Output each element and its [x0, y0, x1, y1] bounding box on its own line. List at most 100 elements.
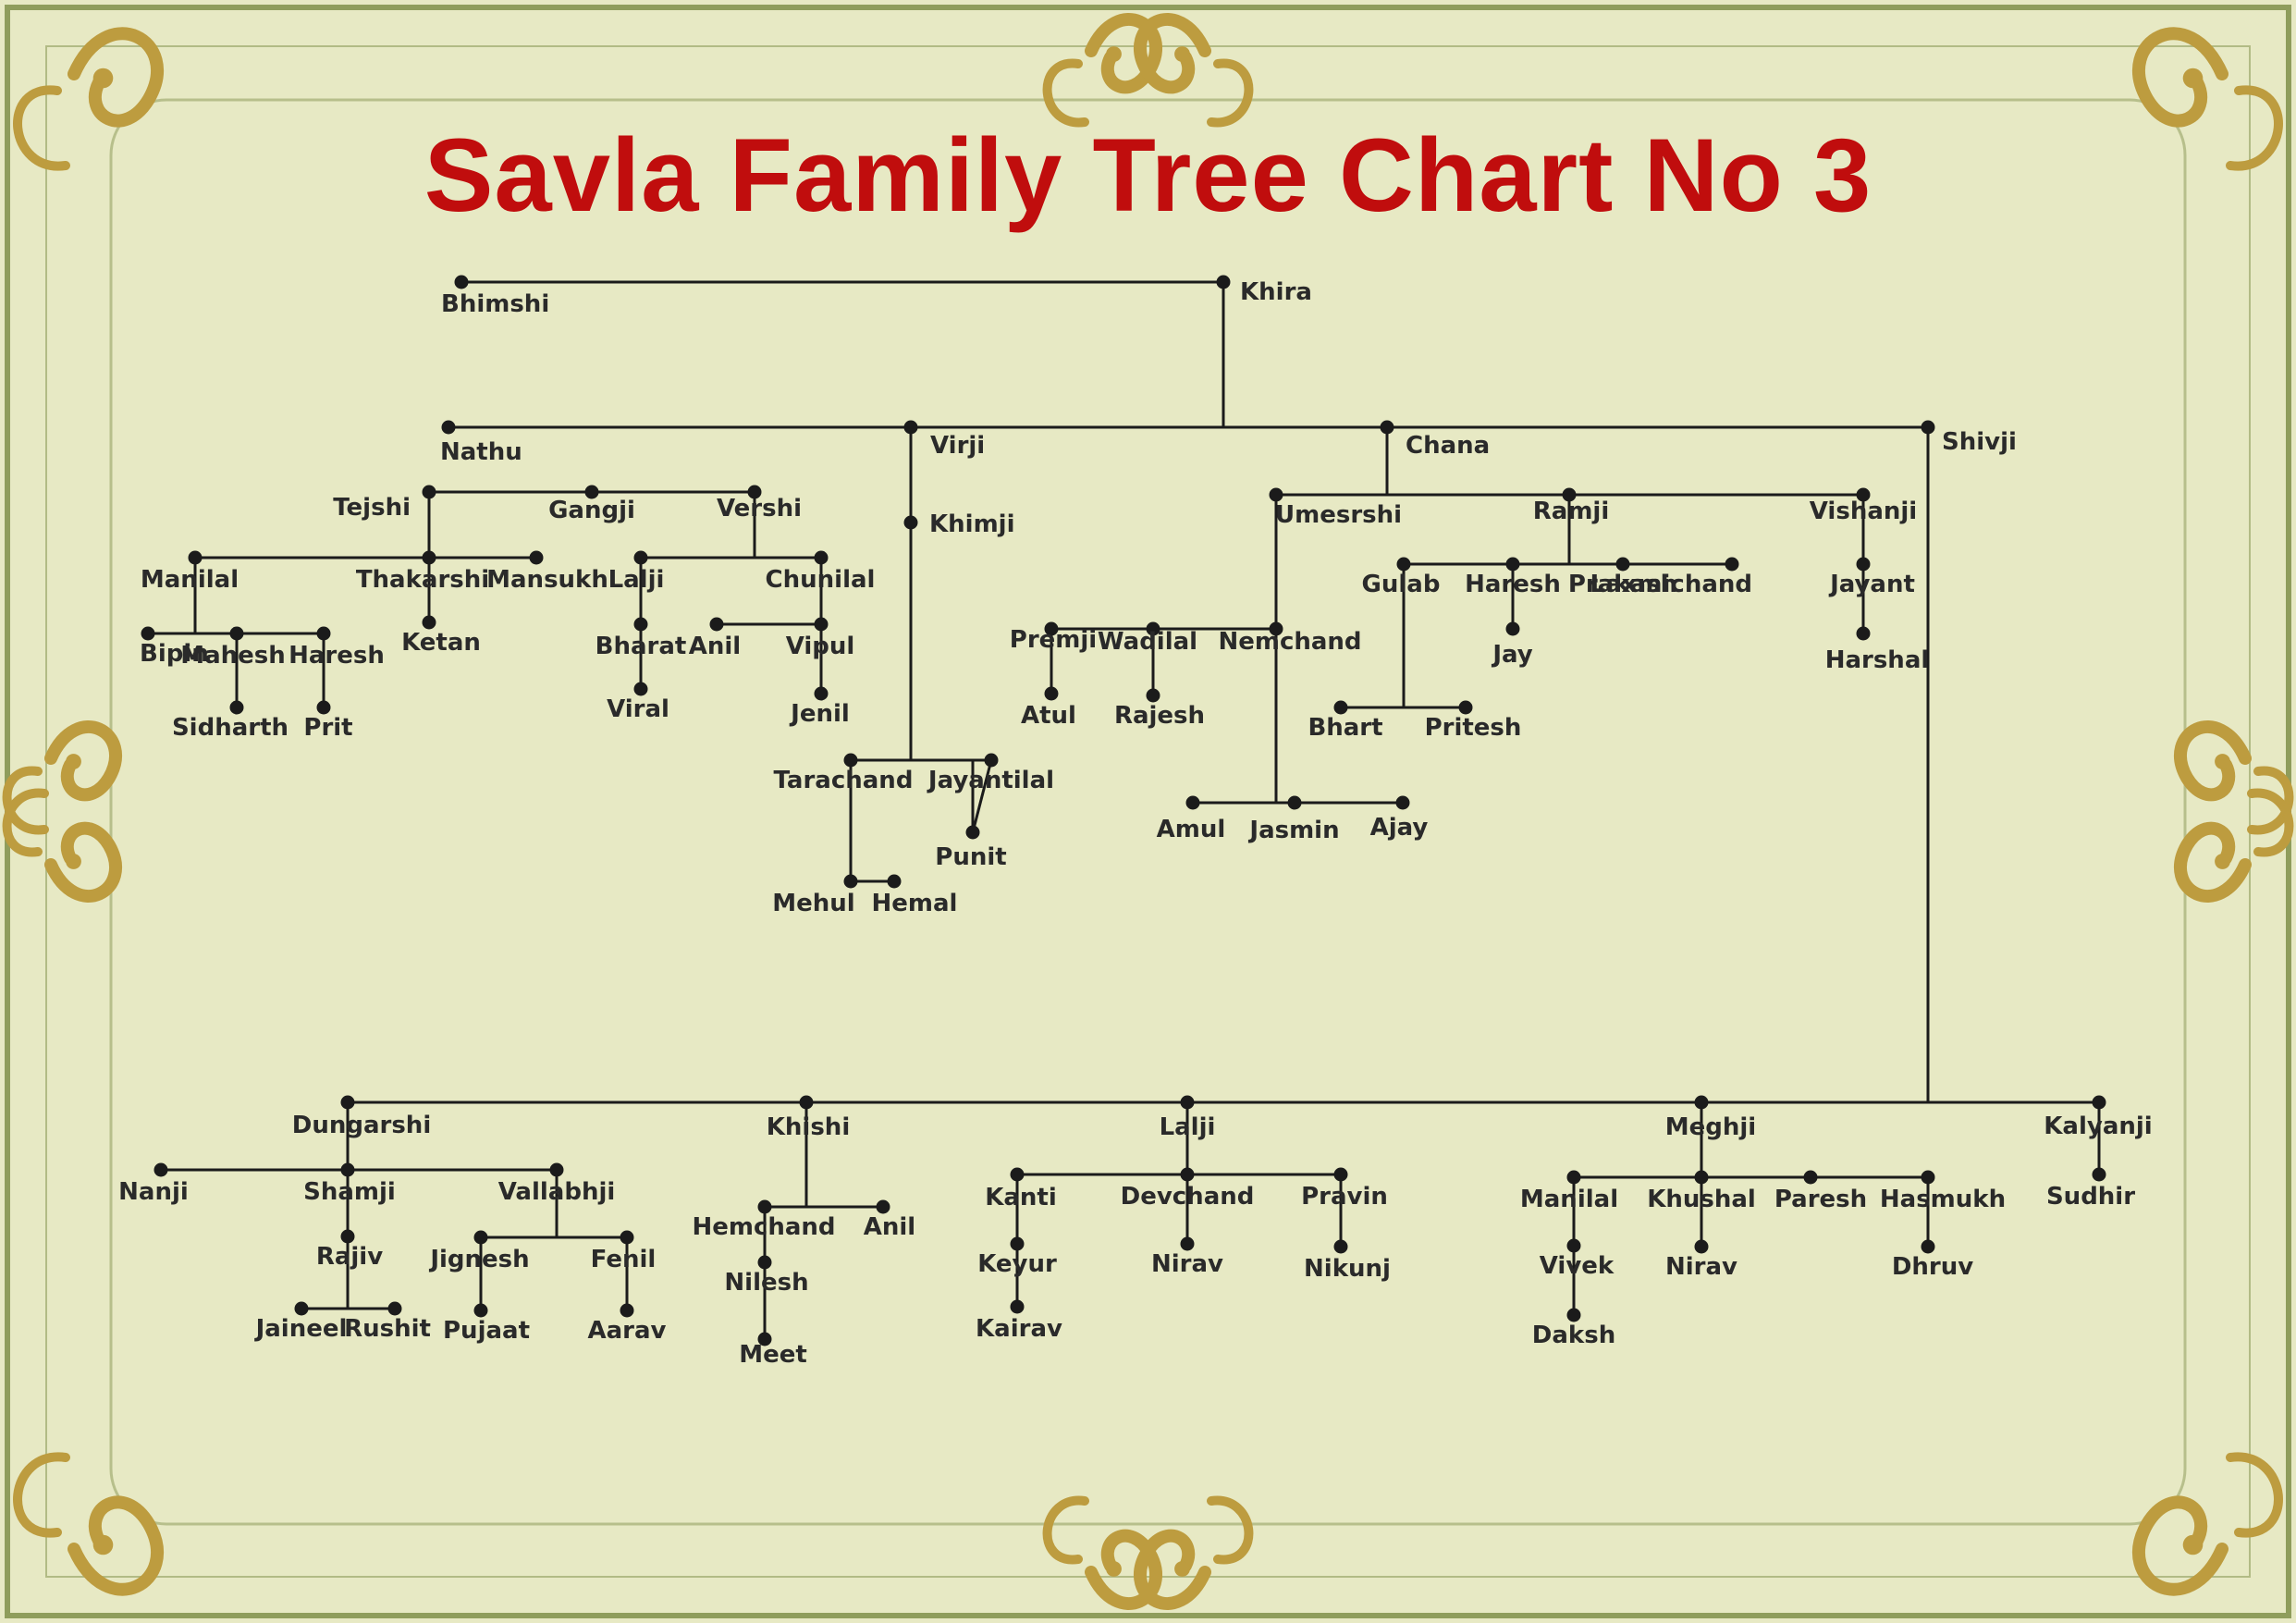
member-dot [1044, 621, 1059, 636]
member-label: Rajiv [316, 1243, 383, 1271]
member-label: Shivji [1942, 428, 2017, 456]
member-dot [1395, 795, 1410, 810]
member-label: Tarachand [774, 767, 914, 794]
member-label: Tejshi [333, 494, 411, 522]
member-label: Paresh [1774, 1186, 1867, 1213]
member-dot [984, 753, 999, 768]
member-dot [1185, 795, 1200, 810]
connector-lines [148, 280, 2101, 1339]
edge-ornament-bottom-left [1042, 1495, 1162, 1610]
member-label: Haresh [289, 642, 385, 670]
member-dot [549, 1162, 564, 1177]
member-label: Shamji [303, 1178, 396, 1206]
member-label: Sidharth [172, 714, 289, 742]
member-dot [1287, 795, 1302, 810]
member-label: Lalji [608, 566, 665, 594]
member-dots [141, 275, 2106, 1346]
member-dot [340, 1229, 355, 1244]
member-label: Anil [864, 1213, 915, 1241]
member-label: Rajesh [1114, 702, 1205, 730]
member-dot [2092, 1095, 2106, 1110]
member-label: Atul [1021, 702, 1076, 730]
member-dot [1458, 700, 1473, 715]
member-label: Dungarshi [292, 1112, 431, 1139]
member-label: Nemchand [1218, 628, 1361, 656]
member-label: Prakash [1568, 571, 1677, 598]
member-label: Jasmin [1247, 817, 1339, 844]
member-dot [799, 1095, 814, 1110]
member-dot [757, 1332, 772, 1346]
member-dot [1694, 1239, 1709, 1254]
member-dot [633, 617, 648, 632]
member-dot [473, 1230, 488, 1245]
member-label: Jaineel [254, 1315, 348, 1343]
member-label: Ajay [1370, 814, 1429, 842]
member-label: Gangji [548, 497, 635, 524]
member-label: Ketan [401, 629, 481, 657]
member-label: Kanti [985, 1184, 1057, 1211]
member-label: Vipul [786, 633, 855, 660]
ornament-layer [2, 13, 2294, 1610]
member-dot [1269, 487, 1283, 502]
member-dot [1333, 700, 1348, 715]
member-dot [1180, 1236, 1195, 1251]
member-label: Vershi [717, 495, 802, 523]
member-dot [1694, 1095, 1709, 1110]
member-dot [1010, 1167, 1025, 1182]
member-label: Vallabhji [498, 1178, 616, 1206]
member-label: Nikunj [1304, 1255, 1391, 1283]
member-label: Mansukh [486, 566, 608, 594]
member-label: Rushit [344, 1315, 431, 1343]
member-label: Nathu [440, 438, 522, 466]
member-dot [294, 1301, 309, 1316]
member-label: Haresh [1465, 571, 1561, 598]
member-dot [340, 1162, 355, 1177]
member-label: Umesrshi [1275, 501, 1402, 529]
member-dot [1180, 1167, 1195, 1182]
member-dot [1380, 420, 1394, 435]
member-dot [1566, 1308, 1581, 1322]
member-dot [1010, 1299, 1025, 1314]
member-dot [1180, 1095, 1195, 1110]
member-dot [1566, 1170, 1581, 1185]
corner-ornament-top-left [13, 27, 164, 171]
member-dot [1856, 487, 1871, 502]
member-label: Dhruv [1892, 1253, 1973, 1281]
member-dot [1803, 1170, 1818, 1185]
member-dot [316, 626, 331, 641]
member-dot [843, 753, 858, 768]
member-dot [843, 874, 858, 889]
member-dot [1921, 420, 1935, 435]
member-dot [584, 485, 599, 499]
member-dot [422, 615, 436, 630]
corner-ornament-bottom-right [2132, 1452, 2283, 1596]
member-dot [903, 420, 918, 435]
member-label: Nirav [1151, 1250, 1223, 1278]
member-dot [1146, 688, 1160, 703]
member-label: Nilesh [724, 1269, 808, 1297]
member-dot [1010, 1236, 1025, 1251]
member-dot [229, 626, 244, 641]
edge-ornament-right-top [2174, 720, 2294, 835]
member-dot [422, 550, 436, 565]
edge-ornament-left-bottom [2, 788, 122, 903]
member-dot [1856, 626, 1871, 641]
member-label: Mahesh [180, 642, 286, 670]
edge-ornament-top-right [1134, 13, 1254, 128]
member-label: Nanji [118, 1178, 189, 1206]
member-dot [340, 1095, 355, 1110]
member-dot [529, 550, 544, 565]
member-label: Punit [935, 843, 1006, 871]
frame-middle-border [45, 45, 2251, 1578]
member-dot [757, 1255, 772, 1270]
member-label: Bharat [595, 633, 687, 660]
member-dot [229, 700, 244, 715]
member-dot [1725, 557, 1739, 572]
member-label: Prit [303, 714, 352, 742]
edge-ornament-left-top [2, 720, 122, 835]
member-dot [1921, 1170, 1935, 1185]
member-dot [633, 682, 648, 696]
member-dot [1566, 1238, 1581, 1253]
